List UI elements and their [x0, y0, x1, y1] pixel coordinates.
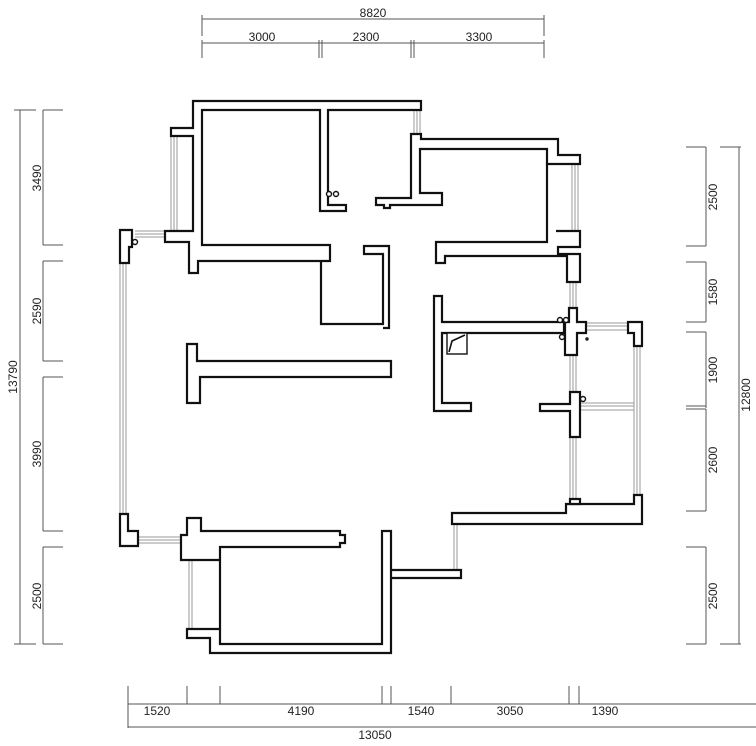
dim-bottom-seg-5: 1390 [592, 704, 619, 718]
pipe-icon [585, 337, 589, 341]
window-right-h-mid [580, 402, 634, 411]
wall-left-upper-corner [118, 228, 134, 265]
left-dimension-chain: 13790 3490 2590 3990 2500 [6, 109, 63, 645]
kitchen-appliance-icon [446, 332, 468, 355]
dim-top-seg-1: 3000 [249, 30, 276, 44]
window-left-upper-h [135, 230, 165, 238]
wall-corner-right [626, 320, 644, 348]
wall-column-right-top [563, 306, 588, 357]
dim-right-seg-1: 2500 [706, 183, 720, 210]
dim-bottom-overall: 13050 [358, 728, 392, 742]
window-top-left [170, 137, 178, 231]
dim-left-seg-2: 2590 [30, 297, 44, 324]
walls [118, 99, 644, 655]
window-left-lower-h [138, 536, 181, 544]
pipe-icon [325, 190, 333, 198]
window-right-vertical-outer [633, 346, 641, 495]
wall-left-lower-corner [118, 512, 140, 548]
wall-right-bedroom-lower [434, 164, 582, 284]
dim-right-seg-5: 2500 [706, 582, 720, 609]
dim-left-seg-1: 3490 [30, 164, 44, 191]
windows [119, 110, 641, 629]
window-right-bedroom [571, 164, 579, 231]
right-dimension-chain: 12800 2500 1580 1900 2600 2500 [686, 146, 753, 645]
dim-right-overall: 12800 [739, 378, 753, 412]
wall-bathroom [319, 244, 391, 330]
window-top-center [413, 110, 421, 134]
wall-top-center-partition [374, 132, 582, 210]
fixtures [131, 190, 589, 403]
pipe-icon [556, 316, 564, 324]
wall-bottom-right-step [450, 493, 644, 526]
dim-left-overall: 13790 [6, 360, 20, 394]
pipe-icon [558, 333, 566, 341]
pipe-icon [562, 316, 570, 324]
dim-top-seg-3: 3300 [466, 30, 493, 44]
pipe-icon [579, 395, 587, 403]
window-bottom-bedroom [188, 560, 193, 629]
dim-right-seg-4: 2600 [706, 446, 720, 473]
wall-small-niche [568, 497, 582, 506]
dim-bottom-seg-3: 1540 [408, 704, 435, 718]
pipe-icon [131, 238, 139, 246]
wall-top-left-bedroom [163, 99, 423, 275]
wall-t-living [185, 342, 393, 405]
window-right-h-top [586, 322, 628, 331]
bottom-dimension-chain: 1520 4190 1540 3050 1390 13050 [127, 686, 756, 742]
dim-top-seg-2: 2300 [353, 30, 380, 44]
dim-bottom-seg-4: 3050 [497, 704, 524, 718]
wall-bottom-left-bedroom [179, 516, 463, 655]
dim-bottom-seg-2: 4190 [288, 704, 315, 718]
dim-bottom-seg-1: 1520 [144, 704, 171, 718]
dim-left-seg-4: 2500 [30, 582, 44, 609]
dim-left-seg-3: 3990 [30, 440, 44, 467]
wall-column-right-mid [538, 390, 582, 439]
dim-right-seg-3: 1900 [706, 356, 720, 383]
dim-top-overall: 8820 [360, 6, 387, 20]
dim-right-seg-2: 1580 [706, 278, 720, 305]
top-dimension-chain: 8820 3000 2300 3300 [201, 6, 545, 58]
window-living-left [119, 264, 127, 515]
window-right-vertical-inner [569, 262, 577, 500]
pipe-icon [332, 190, 340, 198]
wall-kitchen [432, 294, 566, 413]
window-right-step [453, 524, 458, 571]
